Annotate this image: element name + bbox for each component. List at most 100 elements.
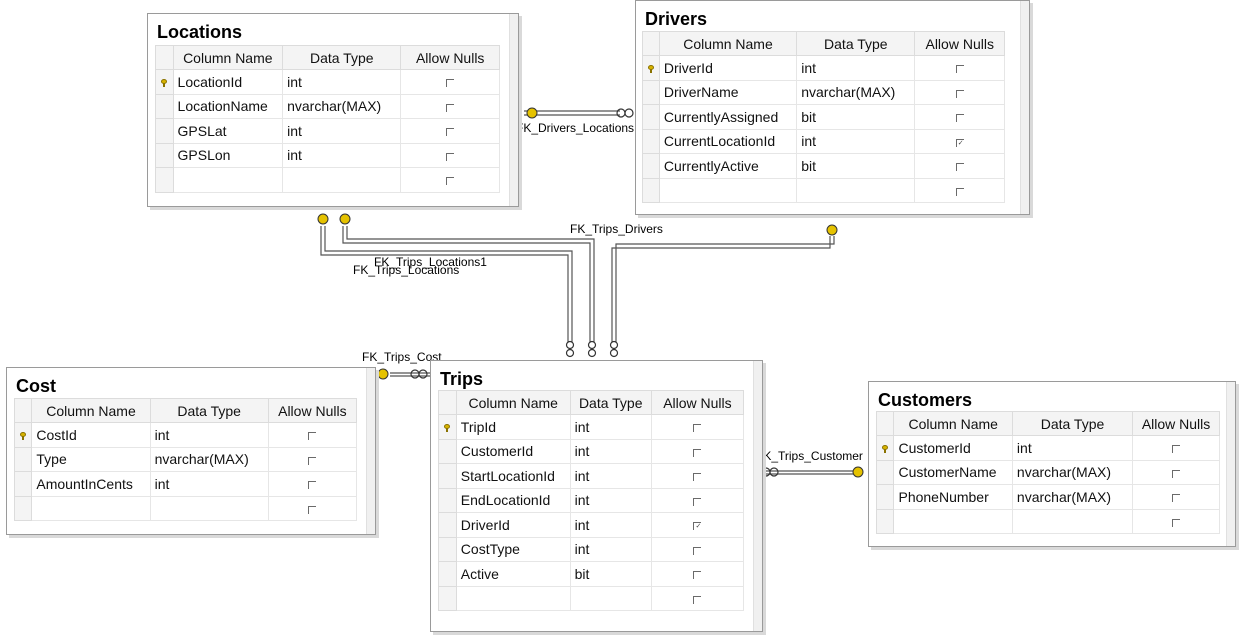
allow-nulls-checkbox[interactable] [1172, 469, 1181, 478]
column-name-cell[interactable]: LocationName [172, 93, 284, 119]
row-selector[interactable] [438, 438, 457, 464]
allow-nulls-checkbox[interactable] [446, 128, 455, 137]
allow-nulls-cell[interactable] [650, 463, 745, 489]
allow-nulls-checkbox[interactable] [693, 522, 702, 531]
new-column-row[interactable] [13, 495, 358, 521]
allow-nulls-cell[interactable] [267, 422, 358, 448]
row-selector[interactable] [155, 142, 174, 168]
row-selector[interactable] [438, 585, 457, 611]
scrollbar[interactable] [509, 14, 518, 206]
row-selector[interactable] [13, 471, 33, 497]
row-selector[interactable] [642, 128, 660, 154]
allow-nulls-checkbox[interactable] [693, 448, 702, 457]
column-name-cell[interactable]: PhoneNumber [893, 484, 1013, 510]
allow-nulls-checkbox[interactable] [446, 79, 455, 88]
allow-nulls-cell[interactable] [267, 495, 358, 521]
column-name-cell[interactable]: EndLocationId [455, 487, 571, 513]
allow-nulls-checkbox[interactable] [446, 152, 455, 161]
allow-nulls-checkbox[interactable] [1172, 494, 1181, 503]
data-type-cell[interactable]: int [796, 55, 916, 81]
allow-nulls-cell[interactable] [267, 446, 358, 472]
column-name-cell[interactable]: CostType [455, 536, 571, 562]
column-name-cell[interactable] [172, 167, 284, 193]
data-type-cell[interactable]: int [569, 512, 652, 538]
column-name-cell[interactable]: Active [455, 561, 571, 587]
allow-nulls-checkbox[interactable] [955, 65, 964, 74]
scrollbar[interactable] [1020, 1, 1029, 214]
data-type-cell[interactable]: int [149, 422, 269, 448]
allow-nulls-cell[interactable] [400, 118, 500, 144]
column-name-cell[interactable]: CustomerId [893, 435, 1013, 461]
allow-nulls-cell[interactable] [400, 167, 500, 193]
data-type-cell[interactable]: nvarchar(MAX) [1011, 459, 1134, 485]
row-selector[interactable] [155, 93, 174, 119]
allow-nulls-checkbox[interactable] [693, 424, 702, 433]
data-type-cell[interactable]: nvarchar(MAX) [149, 446, 269, 472]
data-type-cell[interactable]: int [282, 69, 402, 95]
allow-nulls-cell[interactable] [1132, 508, 1220, 534]
column-name-cell[interactable]: CostId [31, 422, 151, 448]
data-type-cell[interactable]: int [569, 463, 652, 489]
row-selector[interactable] [155, 69, 174, 95]
data-type-cell[interactable]: int [149, 471, 269, 497]
column-name-cell[interactable]: Type [31, 446, 151, 472]
row-selector[interactable] [642, 55, 660, 81]
data-type-cell[interactable]: int [282, 142, 402, 168]
allow-nulls-cell[interactable] [1132, 435, 1220, 461]
column-name-cell[interactable]: GPSLon [172, 142, 284, 168]
row-selector[interactable] [155, 167, 174, 193]
row-selector[interactable] [875, 435, 895, 461]
allow-nulls-checkbox[interactable] [693, 497, 702, 506]
allow-nulls-cell[interactable] [914, 177, 1005, 203]
new-column-row[interactable] [642, 177, 1005, 203]
data-type-cell[interactable]: int [1011, 435, 1134, 461]
allow-nulls-cell[interactable] [400, 93, 500, 119]
allow-nulls-cell[interactable] [267, 471, 358, 497]
row-selector[interactable] [438, 561, 457, 587]
column-name-cell[interactable]: AmountInCents [31, 471, 151, 497]
allow-nulls-checkbox[interactable] [446, 103, 455, 112]
allow-nulls-cell[interactable] [650, 536, 745, 562]
scrollbar[interactable] [366, 368, 375, 534]
scrollbar[interactable] [753, 361, 762, 631]
data-type-cell[interactable]: int [569, 487, 652, 513]
row-selector[interactable] [438, 512, 457, 538]
data-type-cell[interactable]: bit [796, 153, 916, 179]
allow-nulls-checkbox[interactable] [308, 456, 317, 465]
data-type-cell[interactable] [149, 495, 269, 521]
allow-nulls-cell[interactable] [400, 142, 500, 168]
allow-nulls-cell[interactable] [914, 55, 1005, 81]
row-selector[interactable] [642, 104, 660, 130]
allow-nulls-checkbox[interactable] [1172, 518, 1181, 527]
row-selector[interactable] [642, 79, 660, 105]
allow-nulls-checkbox[interactable] [693, 473, 702, 482]
data-type-cell[interactable]: int [569, 438, 652, 464]
column-name-cell[interactable]: CurrentLocationId [658, 128, 798, 154]
row-selector[interactable] [642, 153, 660, 179]
allow-nulls-checkbox[interactable] [1172, 445, 1181, 454]
column-name-cell[interactable]: StartLocationId [455, 463, 571, 489]
column-name-cell[interactable] [455, 585, 571, 611]
scrollbar[interactable] [1226, 382, 1235, 546]
column-name-cell[interactable] [31, 495, 151, 521]
column-name-cell[interactable]: GPSLat [172, 118, 284, 144]
allow-nulls-checkbox[interactable] [955, 114, 964, 123]
allow-nulls-cell[interactable] [914, 153, 1005, 179]
column-name-cell[interactable]: CustomerId [455, 438, 571, 464]
data-type-cell[interactable]: nvarchar(MAX) [282, 93, 402, 119]
